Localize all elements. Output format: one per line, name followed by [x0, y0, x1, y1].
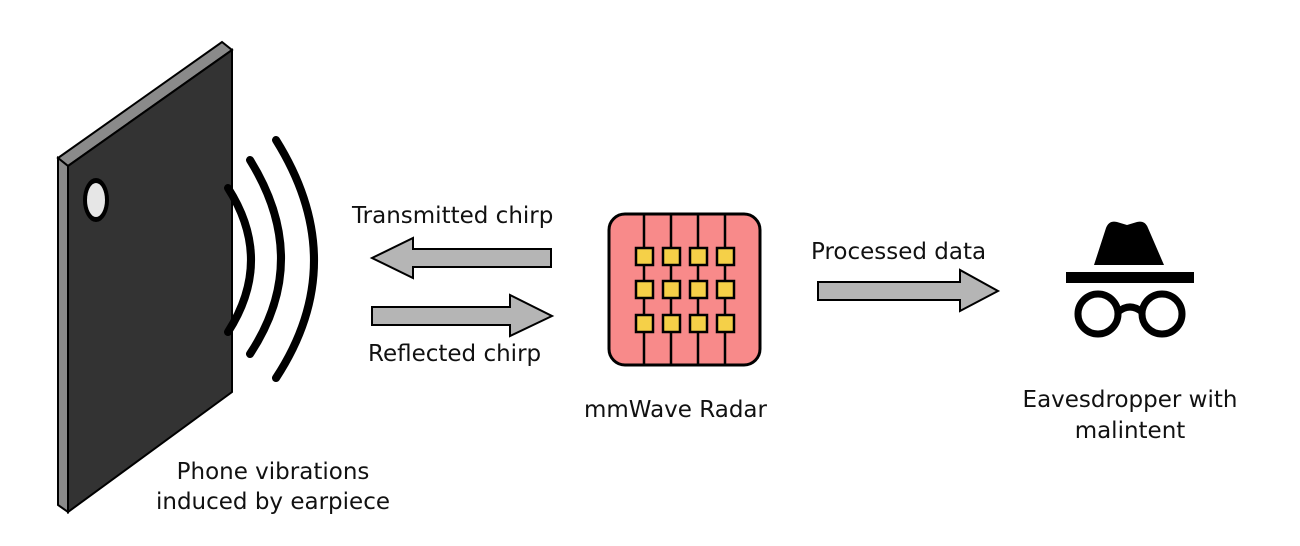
phone-label-line1: Phone vibrations — [176, 459, 370, 485]
incognito-icon — [1066, 221, 1194, 338]
phone-icon — [56, 40, 234, 514]
phone-label-line2: induced by earpiece — [155, 489, 390, 515]
sound-waves-icon — [224, 136, 318, 382]
transmitted-arrow — [369, 236, 552, 280]
reflected-arrow — [371, 293, 555, 338]
processed-arrow — [817, 268, 1001, 313]
eavesdropper-label-line2: malintent — [1074, 418, 1186, 444]
earpiece-icon — [83, 178, 109, 222]
radar-label: mmWave Radar — [584, 397, 767, 423]
reflected-chirp-label: Reflected chirp — [368, 341, 542, 367]
processed-data-label: Processed data — [811, 239, 987, 265]
eavesdropper-label-line1: Eavesdropper with — [1022, 387, 1238, 413]
transmitted-chirp-label: Transmitted chirp — [352, 203, 554, 229]
radar-chip-icon — [607, 212, 762, 367]
